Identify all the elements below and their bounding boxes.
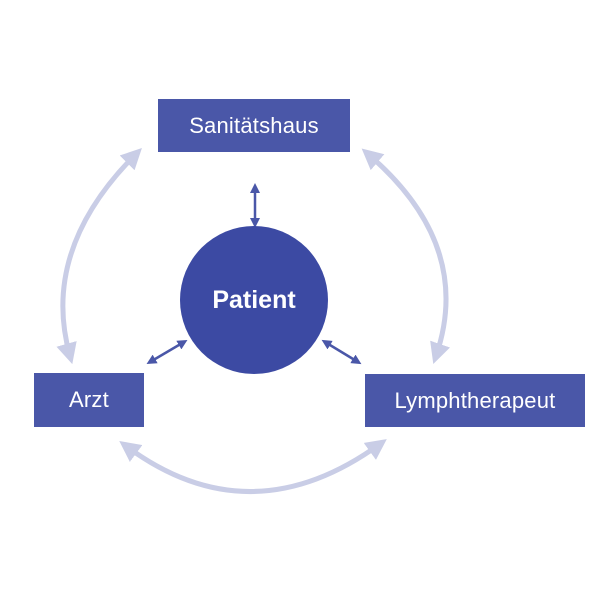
center-node-label: Patient xyxy=(212,285,296,314)
node-arzt: Arzt xyxy=(34,373,144,427)
arrow-patient-lymphtherapeut xyxy=(321,339,362,365)
arrow-arzt-lymphtherapeut xyxy=(119,439,387,494)
arrow-patient-arzt xyxy=(146,339,188,365)
node-sanitaetshaus-label: Sanitätshaus xyxy=(189,112,319,138)
center-node-patient: Patient xyxy=(180,226,328,374)
arrow-sanitaetshaus-arzt xyxy=(56,148,142,365)
arrow-sanitaetshaus-lymphtherapeut xyxy=(361,148,451,364)
node-lymphtherapeut-label: Lymphtherapeut xyxy=(394,387,556,413)
node-arzt-label: Arzt xyxy=(69,387,109,412)
node-lymphtherapeut: Lymphtherapeut xyxy=(365,374,585,427)
node-sanitaetshaus: Sanitätshaus xyxy=(158,99,350,152)
